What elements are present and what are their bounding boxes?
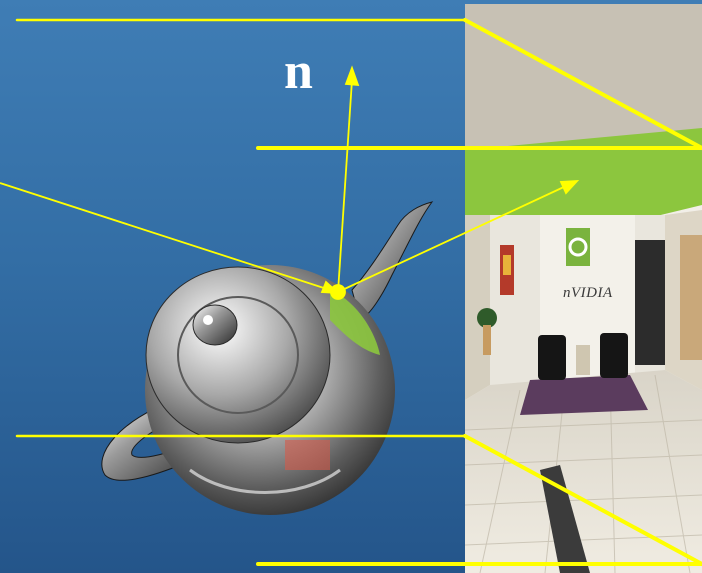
teapot [102,202,432,515]
doorway [680,235,702,360]
chair-right [600,333,628,378]
teapot-lid [146,267,330,443]
incident-ray [0,183,330,290]
teapot-knob [193,305,237,345]
normal-ray [338,80,352,292]
chair-left [538,335,566,380]
teapot-spout [352,202,432,320]
intersection-point [331,285,345,299]
logo-text: nVIDIA [563,285,613,301]
side-table [576,345,590,375]
rug [520,375,648,415]
stairwell [635,240,665,365]
normal-arrowhead [346,68,358,85]
normal-label: n [284,43,313,100]
